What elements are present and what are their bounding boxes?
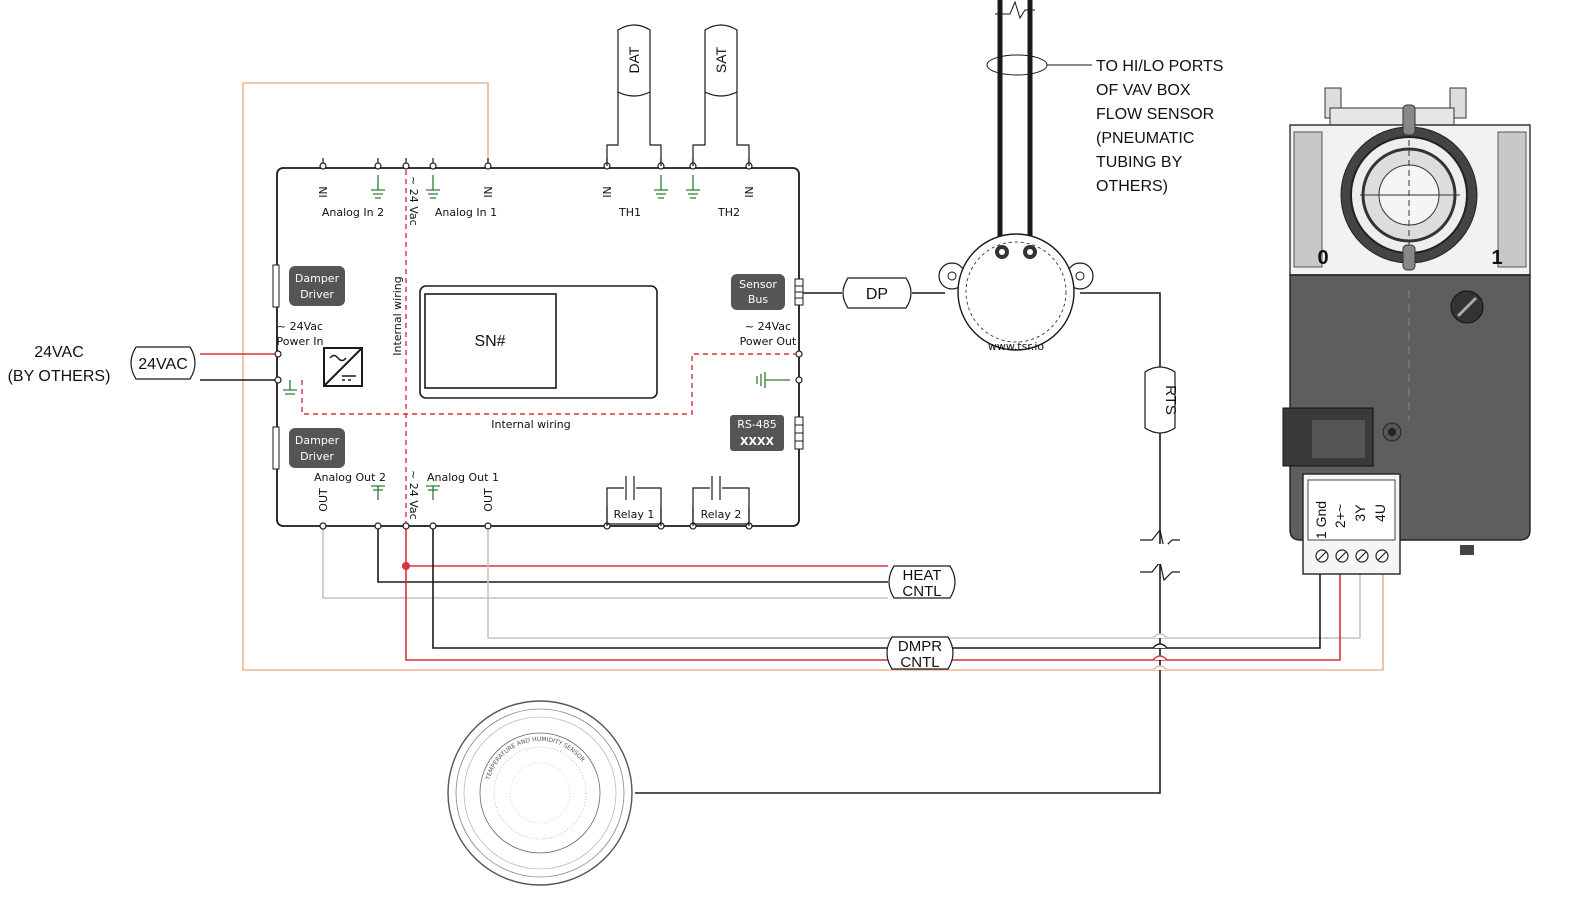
supply-tag-shape xyxy=(130,346,196,380)
sat-label: SAT xyxy=(713,46,729,73)
dp-label: DP xyxy=(866,286,888,303)
tube-note: TO HI/LO PORTS OF VAV BOX FLOW SENSOR (P… xyxy=(1096,58,1223,195)
top-in-label-4: IN xyxy=(743,186,756,197)
rs485-glyph: XXXX xyxy=(740,435,774,448)
out-label-2: OUT xyxy=(482,488,495,512)
dp-sensor-brand: www.tsr.io xyxy=(988,340,1045,353)
svg-text:FLOW SENSOR: FLOW SENSOR xyxy=(1096,106,1214,123)
controller: IN IN IN IN ~ 24 Vac Analog In 2 Analog … xyxy=(272,92,804,530)
out-label-1: OUT xyxy=(317,488,330,512)
sensor-bus-l1: Sensor xyxy=(739,278,777,291)
dat-label: DAT xyxy=(626,46,642,73)
actuator-scale-1: 1 xyxy=(1491,247,1502,269)
wire-heat-black xyxy=(377,526,888,583)
wire-dmpr-red xyxy=(405,526,1341,661)
relay-1-label: Relay 1 xyxy=(614,508,655,521)
wire-heat-grey xyxy=(322,526,888,599)
top-in-label-2: IN xyxy=(482,186,495,197)
top-in-label-1: IN xyxy=(317,186,330,197)
internal-wiring-v: Internal wiring xyxy=(391,276,404,355)
svg-text:TO HI/LO PORTS: TO HI/LO PORTS xyxy=(1096,58,1223,75)
svg-text:(PNEUMATIC: (PNEUMATIC xyxy=(1096,130,1194,147)
svg-text:TUBING BY: TUBING BY xyxy=(1096,154,1183,171)
sensor-bus-l2: Bus xyxy=(748,293,769,306)
damper-driver-top-l1: Damper xyxy=(295,272,340,285)
wire-dmpr-black xyxy=(432,526,1321,649)
supply-tag-label: 24VAC xyxy=(138,356,188,373)
sn-label: SN# xyxy=(474,333,505,350)
actuator: 0 1 1 Gnd 2+~ 3Y 4U xyxy=(1282,87,1531,575)
power-in-l1: ~ 24Vac xyxy=(277,320,323,333)
dat-probe xyxy=(617,24,651,97)
terminal-1-label: 1 Gnd xyxy=(1313,501,1329,539)
power-out-l2: Power Out xyxy=(740,335,797,348)
analog-in-2-label: Analog In 2 xyxy=(322,206,384,219)
terminal-4-label: 4U xyxy=(1372,504,1388,522)
dp-sensor: www.tsr.io xyxy=(938,233,1094,353)
dp-tag xyxy=(842,277,912,309)
th1-label: TH1 xyxy=(618,206,641,219)
terminal-3-label: 3Y xyxy=(1352,504,1368,522)
terminal-2-label: 2+~ xyxy=(1332,504,1348,528)
relay-2-label: Relay 2 xyxy=(701,508,742,521)
damper-driver-bottom xyxy=(289,428,345,468)
svg-text:OF VAV BOX: OF VAV BOX xyxy=(1096,82,1191,99)
wires xyxy=(200,0,1384,794)
supply-label: 24VAC xyxy=(34,344,84,361)
room-sensor: TEMPERATURE AND HUMIDITY SENSOR xyxy=(447,700,633,886)
vac-top-label: ~ 24 Vac xyxy=(407,176,420,226)
analog-in-1-label: Analog In 1 xyxy=(435,206,497,219)
actuator-scale-0: 0 xyxy=(1317,247,1328,269)
damper-driver-bottom-l2: Driver xyxy=(300,450,334,463)
rts-label: RTS xyxy=(1162,385,1179,415)
heat-cntl-l2: CNTL xyxy=(902,583,941,600)
damper-driver-top xyxy=(289,266,345,306)
wire-rts-bus xyxy=(635,292,1161,794)
rs485-label: RS-485 xyxy=(737,418,777,431)
wire-tan-loop xyxy=(242,82,1384,671)
analog-out-1-label: Analog Out 1 xyxy=(427,471,499,484)
rts-tag xyxy=(1144,366,1176,434)
power-out-l1: ~ 24Vac xyxy=(745,320,791,333)
sat-probe xyxy=(704,24,738,97)
supply-label-sub: (BY OTHERS) xyxy=(8,368,111,385)
damper-driver-bottom-l1: Damper xyxy=(295,434,340,447)
top-in-label-3: IN xyxy=(601,186,614,197)
heat-cntl-l1: HEAT xyxy=(903,567,942,584)
internal-wiring-h: Internal wiring xyxy=(491,418,570,431)
dmpr-cntl-tag xyxy=(886,636,954,670)
dmpr-cntl-l2: CNTL xyxy=(900,654,939,671)
damper-driver-top-l2: Driver xyxy=(300,288,334,301)
power-in-l2: Power In xyxy=(277,335,324,348)
svg-text:OTHERS): OTHERS) xyxy=(1096,178,1168,195)
analog-out-2-label: Analog Out 2 xyxy=(314,471,386,484)
sensor-bus-badge xyxy=(731,274,785,310)
dmpr-cntl-l1: DMPR xyxy=(898,638,942,655)
vac-bottom-label: ~ 24 Vac xyxy=(407,470,420,520)
rs485-badge xyxy=(730,415,784,451)
heat-cntl-tag xyxy=(888,565,956,599)
th2-label: TH2 xyxy=(717,206,740,219)
